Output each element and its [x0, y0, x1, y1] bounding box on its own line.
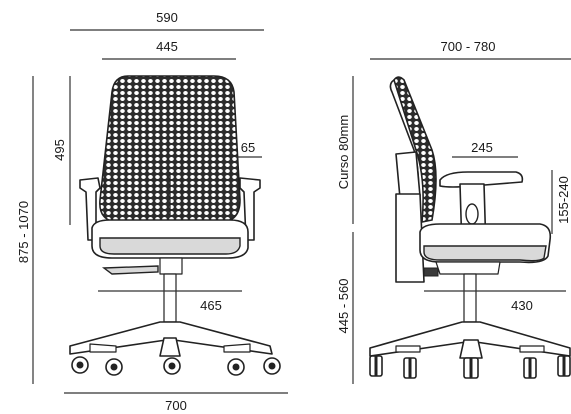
- dim-front-back-height: 495: [52, 139, 67, 161]
- front-seat-cushion: [99, 237, 241, 255]
- dim-front-base-width: 700: [165, 398, 187, 413]
- dim-front-seat-width: 465: [200, 298, 222, 313]
- side-lever: [423, 267, 439, 277]
- front-view: 590 445 875 - 1070 495 65 465: [16, 10, 288, 413]
- side-base-leg-left: [395, 345, 421, 353]
- side-base-leg-right: [519, 345, 545, 353]
- side-seat-cushion: [423, 245, 547, 262]
- dim-side-stroke: Curso 80mm: [336, 115, 351, 189]
- side-lumbar-block: [395, 151, 421, 199]
- dim-front-lumbar: 65: [241, 140, 255, 155]
- side-gas-column: [463, 273, 477, 323]
- front-base-leg-left: [89, 343, 117, 353]
- front-base-center: [159, 337, 181, 357]
- dim-side-armrest-length: 245: [471, 140, 493, 155]
- dim-side-seat-depth: 430: [511, 298, 533, 313]
- front-base-leg-right: [223, 343, 251, 353]
- side-armrest-knob: [465, 203, 479, 225]
- dim-side-depth: 700 - 780: [441, 39, 496, 54]
- side-backrest-mesh: [393, 76, 437, 223]
- side-mechanism: [435, 261, 501, 275]
- side-back-upright: [395, 193, 425, 283]
- side-casters: [369, 355, 571, 379]
- dim-side-armrest-height: 155-240: [556, 176, 571, 224]
- dim-front-total-height: 875 - 1070: [16, 201, 31, 263]
- front-lever: [101, 265, 159, 275]
- front-casters: [71, 356, 281, 376]
- side-view: 700 - 780 Curso 80mm 445 - 560 245 155-2…: [336, 39, 571, 384]
- dim-front-top-width: 590: [156, 10, 178, 25]
- right-armrest: [239, 177, 261, 241]
- dim-side-seat-height: 445 - 560: [336, 279, 351, 334]
- front-mechanism: [159, 257, 183, 275]
- dim-front-back-width: 445: [156, 39, 178, 54]
- side-base-center: [459, 339, 483, 359]
- front-gas-column: [163, 273, 177, 323]
